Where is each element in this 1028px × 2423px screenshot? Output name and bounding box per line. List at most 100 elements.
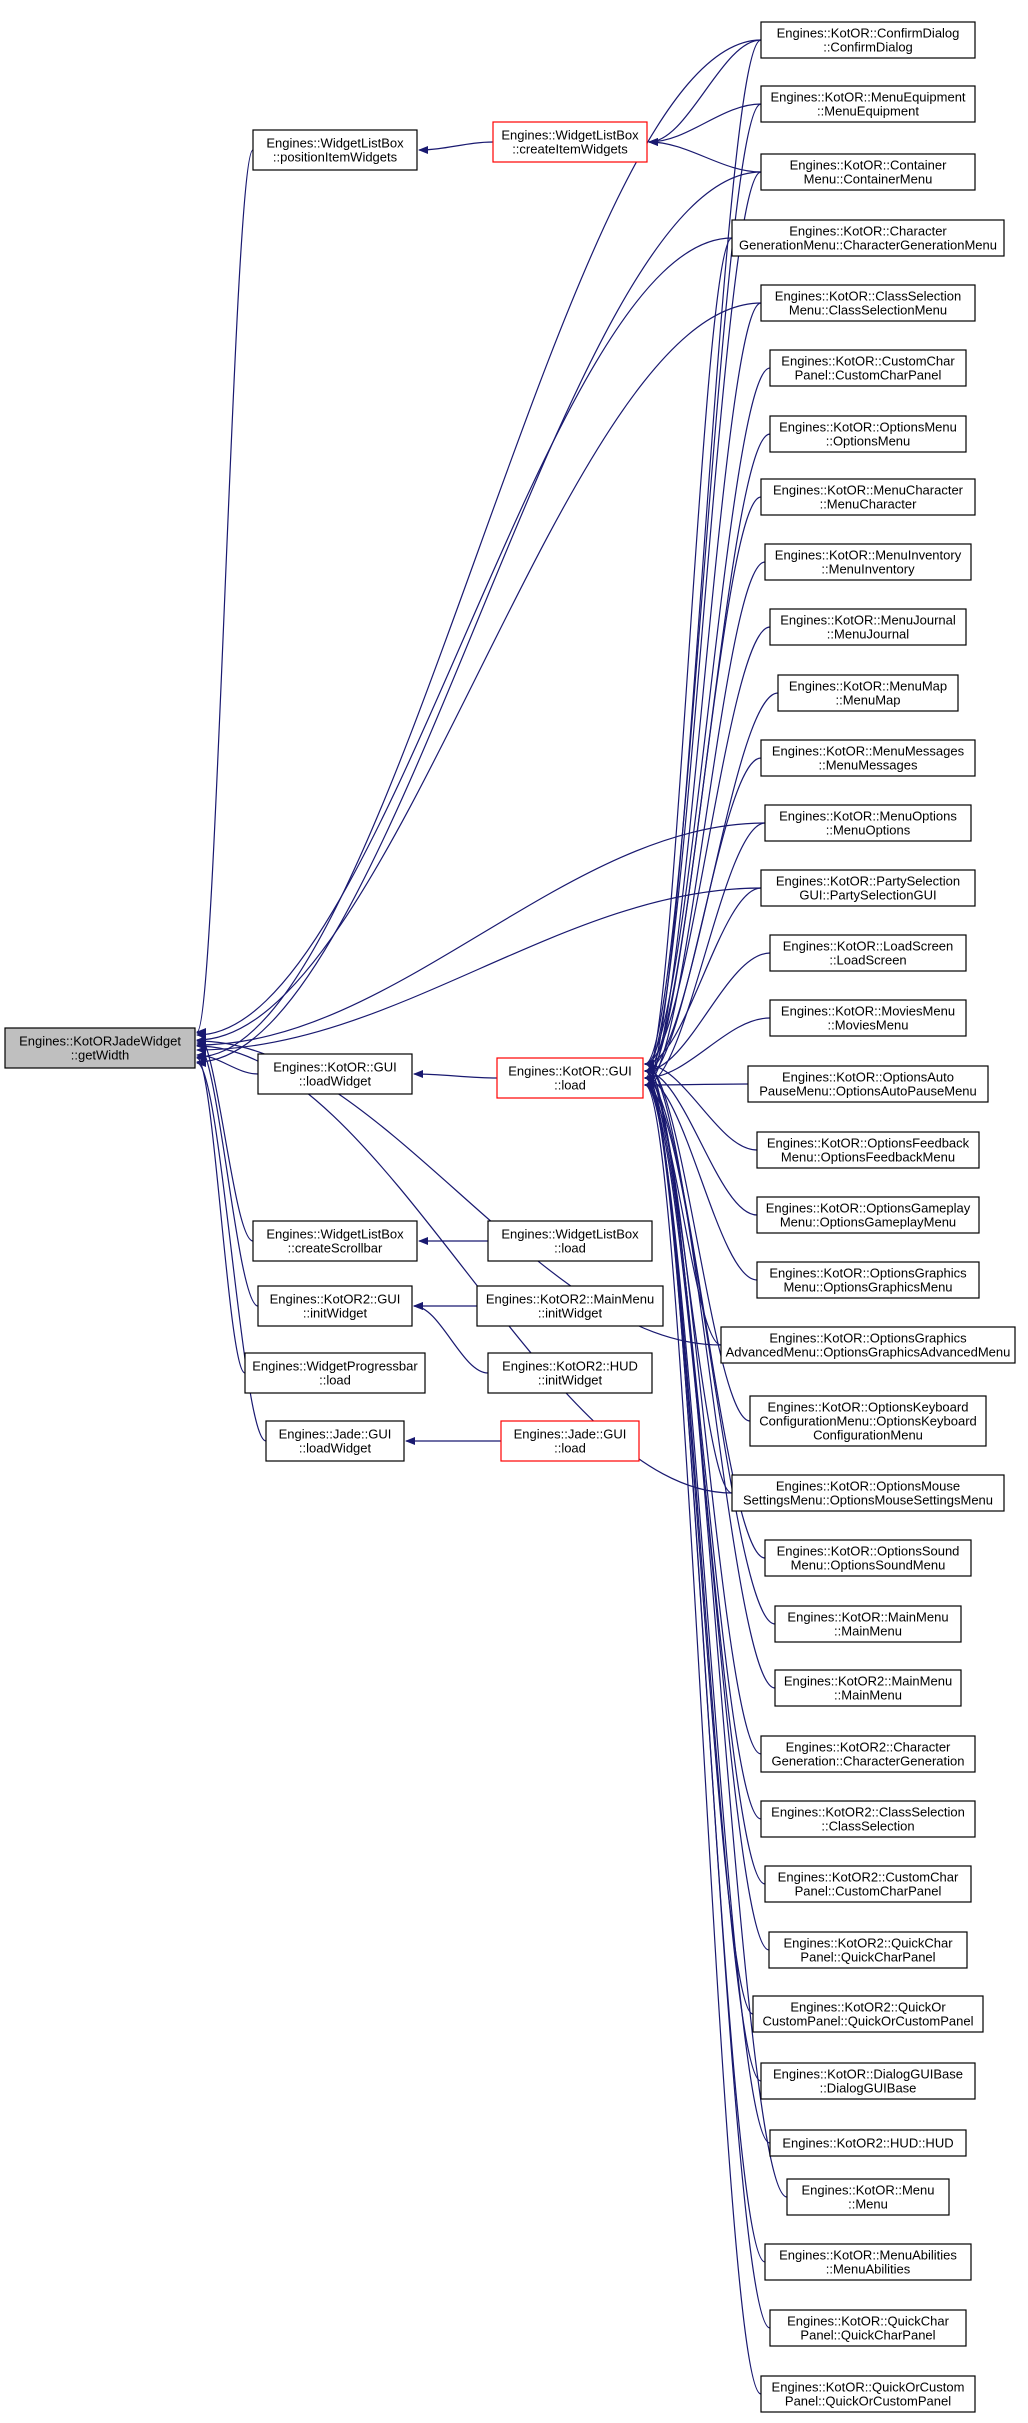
node-r1[interactable]: Engines::KotOR::MenuEquipment::MenuEquip… [760, 85, 976, 123]
node-r5[interactable]: Engines::KotOR::CustomCharPanel::CustomC… [769, 349, 967, 387]
node-kotor2MainMenuInitWidget-box [476, 1285, 664, 1327]
edge-r32-to-kotorGuiLoad [644, 1081, 771, 2144]
node-r4-box [760, 284, 976, 322]
node-r4-label-line: Engines::KotOR::ClassSelection [775, 289, 961, 304]
node-r19[interactable]: Engines::KotOR::OptionsGraphicsMenu::Opt… [756, 1261, 980, 1299]
node-r26[interactable]: Engines::KotOR2::CharacterGeneration::Ch… [760, 1735, 976, 1773]
node-kotor2HudInitWidget[interactable]: Engines::KotOR2::HUD::initWidget [487, 1352, 653, 1394]
node-r21[interactable]: Engines::KotOR::OptionsKeyboardConfigura… [749, 1395, 987, 1447]
edge-r4-to-kotorGuiLoad [644, 302, 762, 1089]
node-r27[interactable]: Engines::KotOR2::ClassSelection::ClassSe… [760, 1800, 976, 1838]
edge-r2-to-createItemWidgets [648, 138, 762, 173]
node-positionItemWidgets-box [252, 129, 418, 171]
edge-r2-to-getWidth [196, 171, 762, 1066]
node-r12[interactable]: Engines::KotOR::MenuOptions::MenuOptions [764, 804, 972, 842]
node-r15-label-line: Engines::KotOR::MoviesMenu [781, 1004, 955, 1019]
node-r27-label-line: ::ClassSelection [821, 1819, 914, 1834]
edge-r4-to-getWidth [196, 302, 762, 1044]
node-positionItemWidgets[interactable]: Engines::WidgetListBox::positionItemWidg… [252, 129, 418, 171]
edge-layer [196, 39, 788, 2395]
edge-r0-to-createItemWidgets [648, 39, 762, 146]
node-r26-label-line: Engines::KotOR2::Character [786, 1740, 951, 1755]
edge-kotorGuiLoad-to-kotorGuiLoadWidget [413, 1070, 498, 1079]
node-progressbarLoad-label-line: Engines::WidgetProgressbar [252, 1359, 418, 1374]
node-progressbarLoad[interactable]: Engines::WidgetProgressbar::load [244, 1352, 426, 1394]
node-kotorGuiLoad-label-line: Engines::KotOR::GUI [508, 1064, 632, 1079]
node-r32-label-line: Engines::KotOR2::HUD::HUD [782, 2136, 953, 2151]
node-r23[interactable]: Engines::KotOR::OptionsSoundMenu::Option… [764, 1539, 972, 1577]
node-getWidth[interactable]: Engines::KotORJadeWidget::getWidth [4, 1027, 196, 1069]
node-r8-label-line: Engines::KotOR::MenuInventory [775, 548, 962, 563]
node-r36-box [760, 2375, 976, 2413]
node-r8[interactable]: Engines::KotOR::MenuInventory::MenuInven… [764, 543, 972, 581]
node-r34[interactable]: Engines::KotOR::MenuAbilities::MenuAbili… [764, 2243, 972, 2281]
node-r27-box [760, 1800, 976, 1838]
node-r16-label-line: PauseMenu::OptionsAutoPauseMenu [759, 1084, 977, 1099]
edge-r33-to-kotorGuiLoad [644, 1060, 788, 2198]
node-r0[interactable]: Engines::KotOR::ConfirmDialog::ConfirmDi… [760, 21, 976, 59]
node-r9-box [769, 608, 967, 646]
node-r2-box [760, 153, 976, 191]
node-r35[interactable]: Engines::KotOR::QuickCharPanel::QuickCha… [769, 2309, 967, 2347]
node-r3[interactable]: Engines::KotOR::CharacterGenerationMenu:… [731, 219, 1005, 257]
node-kotorGuiLoad[interactable]: Engines::KotOR::GUI::load [496, 1057, 644, 1099]
node-r11[interactable]: Engines::KotOR::MenuMessages::MenuMessag… [760, 739, 976, 777]
node-r13-label-line: GUI::PartySelectionGUI [799, 888, 936, 903]
node-r22-label-line: Engines::KotOR::OptionsMouse [776, 1479, 960, 1494]
node-r16[interactable]: Engines::KotOR::OptionsAutoPauseMenu::Op… [747, 1065, 989, 1103]
node-r20[interactable]: Engines::KotOR::OptionsGraphicsAdvancedM… [720, 1326, 1016, 1364]
node-r31[interactable]: Engines::KotOR::DialogGUIBase::DialogGUI… [760, 2062, 976, 2100]
node-jadeGuiLoad[interactable]: Engines::Jade::GUI::load [500, 1420, 640, 1462]
node-r3-box [731, 219, 1005, 257]
node-r5-box [769, 349, 967, 387]
node-r6[interactable]: Engines::KotOR::OptionsMenu::OptionsMenu [769, 415, 967, 453]
node-r17[interactable]: Engines::KotOR::OptionsFeedbackMenu::Opt… [756, 1131, 980, 1169]
node-r13[interactable]: Engines::KotOR::PartySelectionGUI::Party… [760, 869, 976, 907]
node-r25-label-line: ::MainMenu [834, 1688, 902, 1703]
node-r29[interactable]: Engines::KotOR2::QuickCharPanel::QuickCh… [768, 1931, 968, 1969]
node-kotor2GuiInitWidget[interactable]: Engines::KotOR2::GUI::initWidget [257, 1285, 413, 1327]
edge-progressbarLoad-to-getWidth [196, 1054, 246, 1374]
node-createItemWidgets[interactable]: Engines::WidgetListBox::createItemWidget… [492, 121, 648, 163]
node-r33[interactable]: Engines::KotOR::Menu::Menu [786, 2178, 950, 2216]
node-jadeGuiLoad-label-line: Engines::Jade::GUI [514, 1427, 627, 1442]
edge-r19-to-kotorGuiLoad [644, 1074, 758, 1281]
node-r30-label-line: CustomPanel::QuickOrCustomPanel [763, 2014, 974, 2029]
node-r7[interactable]: Engines::KotOR::MenuCharacter::MenuChara… [760, 478, 976, 516]
node-widgetListBoxLoad-label-line: ::load [554, 1241, 586, 1256]
node-r24[interactable]: Engines::KotOR::MainMenu::MainMenu [774, 1605, 962, 1643]
node-r14[interactable]: Engines::KotOR::LoadScreen::LoadScreen [769, 934, 967, 972]
node-widgetListBoxLoad-box [487, 1220, 653, 1262]
node-r25[interactable]: Engines::KotOR2::MainMenu::MainMenu [774, 1669, 962, 1707]
node-r15[interactable]: Engines::KotOR::MoviesMenu::MoviesMenu [769, 999, 967, 1037]
node-r2[interactable]: Engines::KotOR::ContainerMenu::Container… [760, 153, 976, 191]
node-r18-label-line: Engines::KotOR::OptionsGameplay [766, 1201, 971, 1216]
node-r9[interactable]: Engines::KotOR::MenuJournal::MenuJournal [769, 608, 967, 646]
node-r8-box [764, 543, 972, 581]
node-r2-label-line: Engines::KotOR::Container [790, 158, 947, 173]
node-createScrollbar[interactable]: Engines::WidgetListBox::createScrollbar [252, 1220, 418, 1262]
node-r10[interactable]: Engines::KotOR::MenuMap::MenuMap [777, 674, 959, 712]
edge-r36-to-kotorGuiLoad [644, 1081, 762, 2395]
node-r35-box [769, 2309, 967, 2347]
node-r21-box [749, 1395, 987, 1447]
node-jadeGuiLoadWidget-label-line: ::loadWidget [299, 1441, 372, 1456]
node-jadeGuiLoadWidget[interactable]: Engines::Jade::GUI::loadWidget [265, 1420, 405, 1462]
node-r32[interactable]: Engines::KotOR2::HUD::HUD [769, 2129, 967, 2157]
node-r4[interactable]: Engines::KotOR::ClassSelectionMenu::Clas… [760, 284, 976, 322]
edge-r12-to-kotorGuiLoad [644, 822, 766, 1089]
node-r5-label-line: Panel::CustomCharPanel [795, 368, 942, 383]
node-widgetListBoxLoad[interactable]: Engines::WidgetListBox::load [487, 1220, 653, 1262]
node-kotorGuiLoadWidget-label-line: Engines::KotOR::GUI [273, 1060, 397, 1075]
node-r33-label-line: Engines::KotOR::Menu [802, 2183, 935, 2198]
node-kotorGuiLoadWidget[interactable]: Engines::KotOR::GUI::loadWidget [257, 1053, 413, 1095]
node-kotor2MainMenuInitWidget[interactable]: Engines::KotOR2::MainMenu::initWidget [476, 1285, 664, 1327]
node-r36[interactable]: Engines::KotOR::QuickOrCustomPanel::Quic… [760, 2375, 976, 2413]
node-r22[interactable]: Engines::KotOR::OptionsMouseSettingsMenu… [731, 1474, 1005, 1512]
node-r28[interactable]: Engines::KotOR2::CustomCharPanel::Custom… [764, 1865, 972, 1903]
node-r30[interactable]: Engines::KotOR2::QuickOrCustomPanel::Qui… [752, 1995, 984, 2033]
edge-r7-to-kotorGuiLoad [644, 496, 762, 1082]
node-jadeGuiLoadWidget-box [265, 1420, 405, 1462]
node-r18[interactable]: Engines::KotOR::OptionsGameplayMenu::Opt… [756, 1196, 980, 1234]
node-r30-label-line: Engines::KotOR2::QuickOr [790, 2000, 946, 2015]
